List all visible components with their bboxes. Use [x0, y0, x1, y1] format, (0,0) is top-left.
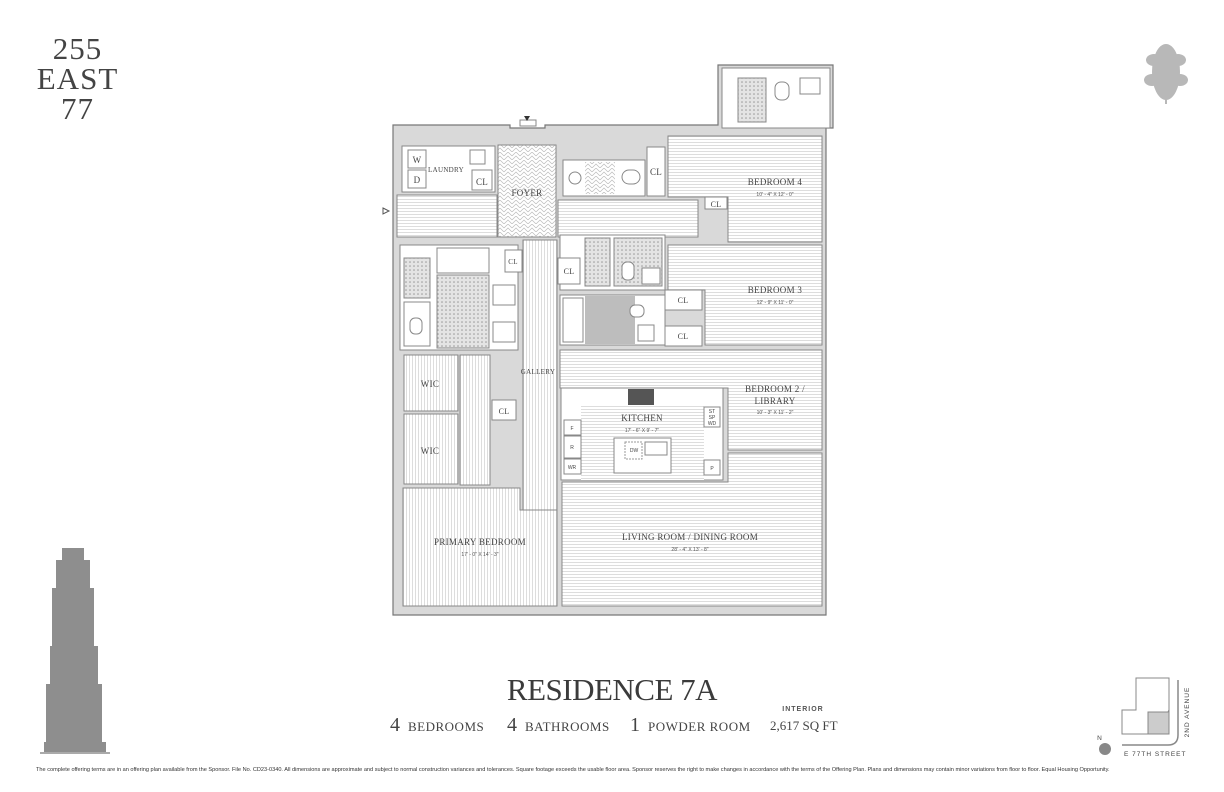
walk-in-closets: WIC WIC CL	[403, 354, 517, 486]
living-dining-label: LIVING ROOM / DINING ROOM	[622, 532, 758, 542]
legal-disclaimer: The complete offering terms are in an of…	[36, 767, 1110, 773]
bedroom4-label: BEDROOM 4	[748, 177, 803, 187]
stacked-label-2: SP	[709, 415, 716, 421]
bedroom2-label-line1: BEDROOM 2 /	[745, 384, 805, 394]
primary-bedroom-dims: 17' - 0" X 14' - 3"	[461, 552, 498, 558]
bedroom2-label-line2: LIBRARY	[754, 396, 795, 406]
room-laundry: W D LAUNDRY CL	[401, 145, 496, 193]
corridor	[396, 194, 699, 238]
bedroom3-dims: 12' - 9" X 11' - 0"	[757, 300, 794, 306]
powder-room-count: 1 POWDER ROOM	[630, 714, 751, 737]
closet-label: CL	[678, 296, 689, 305]
gallery-label: GALLERY	[521, 368, 555, 376]
closet-label: CL	[678, 332, 689, 341]
room-bedroom-2-library: BEDROOM 2 / LIBRARY 10' - 3" X 11' - 2"	[559, 349, 823, 451]
powder-number: 1	[630, 714, 640, 736]
logo-line-2: EAST	[36, 61, 119, 96]
closet-label: CL	[564, 267, 575, 276]
stacked-label-1: ST	[709, 409, 715, 415]
stacked-label-3: WD	[708, 421, 717, 427]
bathrooms-number: 4	[507, 714, 517, 736]
bathrooms-label: BATHROOMS	[525, 719, 610, 734]
baths-center: CL CL CL	[557, 234, 703, 347]
kitchen-label: KITCHEN	[621, 413, 663, 423]
interior-label: INTERIOR	[782, 706, 824, 713]
logo-line-1: 255	[52, 31, 103, 66]
range-label: R	[570, 445, 574, 451]
dryer-label: D	[414, 175, 421, 185]
bedrooms-count: 4 BEDROOMS	[390, 714, 484, 737]
wic-1-label: WIC	[421, 379, 439, 389]
oak-leaf-icon	[1144, 44, 1188, 104]
room-bedroom-4: CL BEDROOM 4 10' - 4" X 12' - 0"	[667, 135, 823, 243]
entry-arrow-icon	[524, 116, 530, 121]
room-foyer: FOYER	[497, 116, 557, 238]
living-dining-dims: 28' - 4" X 13' - 8"	[671, 547, 708, 553]
primary-bedroom-label: PRIMARY BEDROOM	[434, 537, 526, 547]
bathrooms-count: 4 BATHROOMS	[507, 714, 610, 737]
kitchen-dims: 17' - 6" X 9' - 7"	[625, 428, 660, 434]
cooktop-icon	[628, 389, 654, 405]
room-bedroom-3: BEDROOM 3 12' - 9" X 11' - 0"	[667, 244, 823, 346]
bath-top: CL	[562, 146, 666, 197]
bedroom4-dims: 10' - 4" X 12' - 0"	[756, 192, 793, 198]
room-kitchen: F R WR ST SP WD P DW KITCHEN 17' - 6" X …	[560, 387, 724, 481]
logo-line-3: 77	[61, 91, 94, 126]
dishwasher-label: DW	[630, 448, 639, 454]
bedroom3-label: BEDROOM 3	[748, 285, 803, 295]
street-label: E 77TH STREET	[1124, 751, 1186, 758]
avenue-label: 2ND AVENUE	[1184, 687, 1191, 738]
sink-icon	[644, 441, 668, 456]
north-compass-icon	[1099, 743, 1111, 755]
wic-2-label: WIC	[421, 446, 439, 456]
room-primary-bedroom: PRIMARY BEDROOM 17' - 0" X 14' - 3"	[402, 487, 558, 607]
bath-closet-label: CL	[508, 258, 518, 266]
foyer-label: FOYER	[511, 188, 542, 198]
bath-left: CL	[399, 244, 523, 351]
wine-fridge-label: WR	[568, 465, 577, 471]
bedrooms-number: 4	[390, 714, 400, 736]
closet-label: CL	[650, 167, 662, 177]
bedrooms-label: BEDROOMS	[408, 719, 485, 734]
bath-upper-right	[721, 67, 831, 129]
service-entry-arrow-icon	[382, 207, 391, 215]
square-footage: 2,617 SQ FT	[770, 718, 838, 733]
bedroom4-closet-label: CL	[711, 200, 722, 209]
washer-label: W	[413, 155, 422, 165]
north-label: N	[1097, 735, 1103, 742]
residence-title: RESIDENCE 7A	[506, 672, 718, 707]
laundry-label: LAUNDRY	[428, 166, 464, 174]
pantry-label: P	[710, 466, 714, 472]
key-plan: N E 77TH STREET 2ND AVENUE	[1097, 677, 1191, 758]
gallery: GALLERY	[521, 239, 558, 511]
fridge-label: F	[570, 426, 573, 432]
bedroom2-dims: 10' - 3" X 11' - 2"	[757, 410, 794, 416]
room-living-dining: LIVING ROOM / DINING ROOM 28' - 4" X 13'…	[561, 452, 823, 607]
closet-label: CL	[499, 407, 510, 416]
building-logo: 255 EAST 77	[30, 31, 125, 126]
laundry-closet-label: CL	[476, 177, 488, 187]
building-silhouette	[40, 548, 110, 754]
powder-label: POWDER ROOM	[648, 719, 751, 734]
